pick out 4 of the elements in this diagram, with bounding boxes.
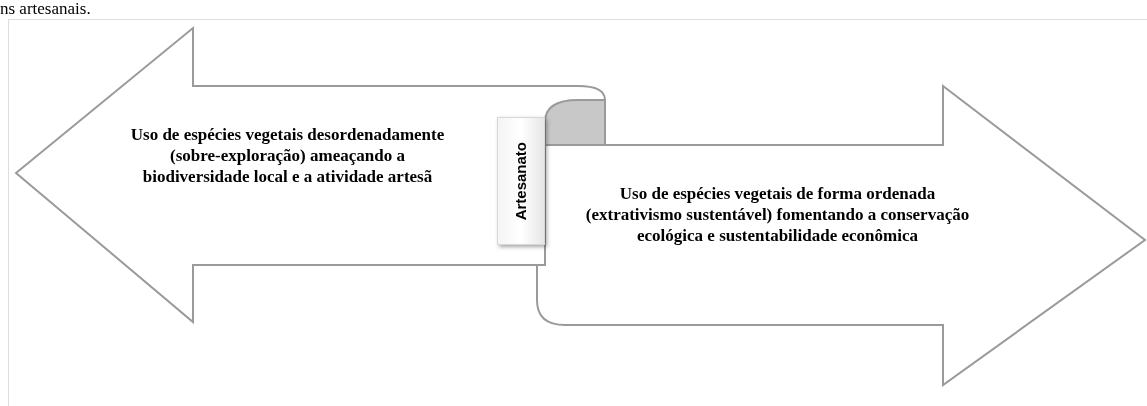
arrow-text: Uso de espécies vegetais desordenadamente (sobre-exploração) ameaçando a biodiversidade local e a atividade artesã	[129, 124, 446, 187]
arrow-text: Uso de espécies vegetais de forma ordenada (extrativismo sustentável) fomentando a conservação ecológica e sustentabilidade econômica	[585, 183, 970, 246]
tab-label: Artesanato	[512, 141, 530, 221]
caption-fragment: ns artesanais.	[0, 0, 91, 17]
